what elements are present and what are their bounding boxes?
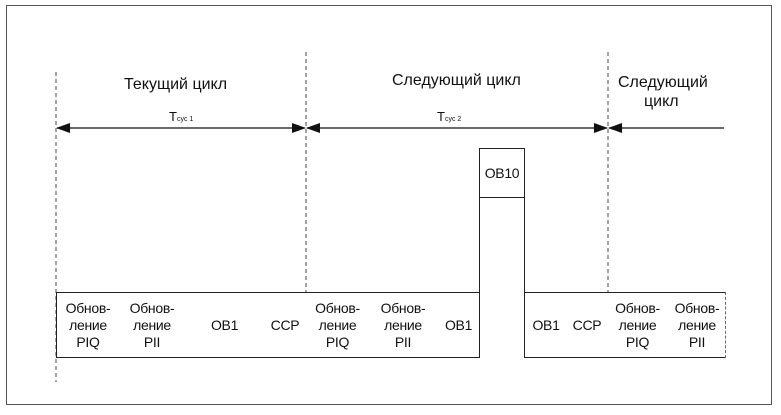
ob10-right-riser	[524, 197, 525, 293]
block-ccp-2: CCP	[567, 292, 608, 358]
ob1-2a-bottom-close	[479, 357, 480, 358]
tcyc1-label: Tcyc 1	[169, 110, 193, 127]
tcyc2-main: T	[437, 109, 445, 124]
heading-next-cycle-2-line1: Следующий	[618, 74, 708, 91]
heading-next-cycle: Следующий цикл	[392, 72, 521, 89]
block-update-pii-3: Обнов- ление PII	[668, 292, 726, 358]
block-ob1-1: OB1	[185, 292, 265, 358]
block-ob10: OB10	[479, 148, 525, 198]
tcyc1-sub: cyc 1	[176, 116, 194, 123]
block-update-piq-3: Обнов- ление PIQ	[607, 292, 669, 358]
block-update-pii-1: Обнов- ление PII	[119, 292, 186, 358]
diagram-frame	[6, 5, 772, 405]
tcyc2-label: Tcyc 2	[437, 110, 461, 127]
pii-3-open-edge	[725, 292, 726, 358]
block-ob1-2a: OB1	[437, 292, 480, 358]
block-update-pii-2: Обнов- ление PII	[369, 292, 438, 358]
tcyc2-sub: cyc 2	[444, 116, 462, 123]
block-ccp-1: CCP	[264, 292, 307, 358]
ob10-left-riser	[479, 197, 480, 358]
block-update-piq-1: Обнов- ление PIQ	[56, 292, 120, 358]
heading-next-cycle-2-line2: цикл	[644, 93, 679, 110]
block-ob1-2b: OB1	[524, 292, 568, 358]
tcyc1-main: T	[169, 109, 177, 124]
heading-current-cycle: Текущий цикл	[124, 76, 228, 93]
block-update-piq-2: Обнов- ление PIQ	[306, 292, 370, 358]
